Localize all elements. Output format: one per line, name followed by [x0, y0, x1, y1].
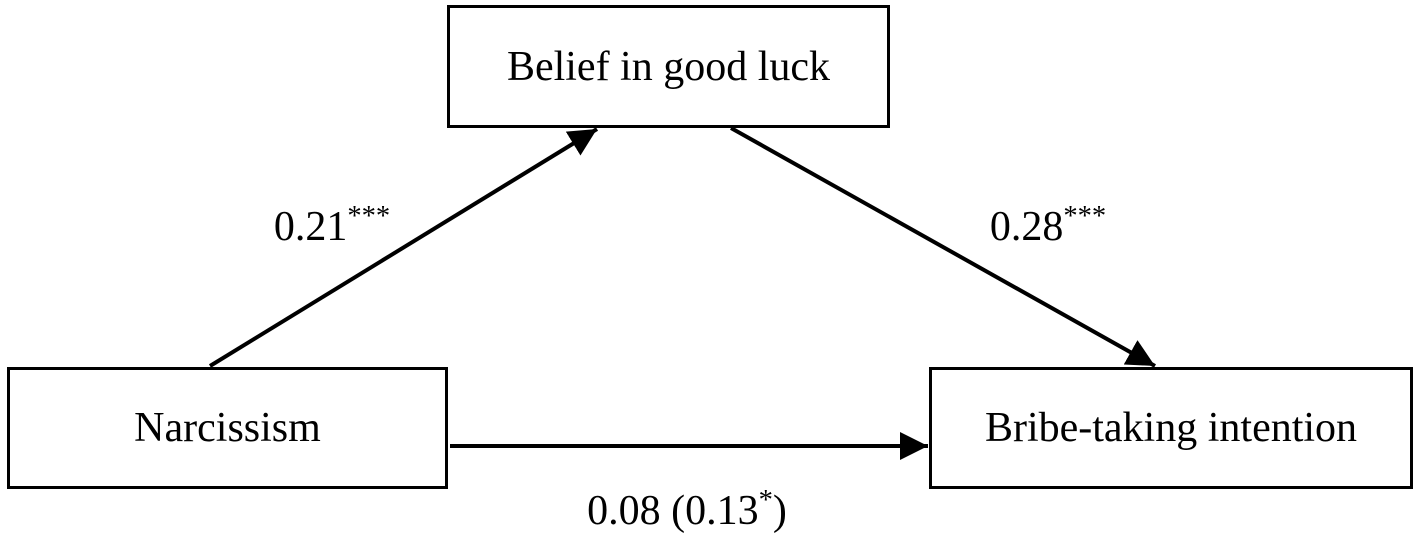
- path-c-significance-star: *: [758, 485, 773, 516]
- path-b-arrow: [730, 126, 1156, 368]
- path-a-coefficient-value: 0.21: [273, 204, 348, 250]
- node-outcome: Bribe-taking intention: [929, 367, 1413, 489]
- path-b-coefficient-value: 0.28: [989, 204, 1064, 250]
- path-c-coefficient: 0.08 (0.13*): [587, 486, 787, 534]
- path-a-coefficient: 0.21***: [273, 202, 390, 250]
- path-a-arrow: [208, 127, 599, 368]
- node-mediator-label: Belief in good luck: [506, 43, 831, 90]
- node-predictor-label: Narcissism: [134, 405, 321, 451]
- path-b-significance-stars: ***: [1063, 201, 1107, 232]
- path-a-significance-stars: ***: [347, 201, 391, 232]
- path-c-coefficient-prefix: 0.08 (0.13: [587, 488, 759, 534]
- node-outcome-label: Bribe-taking intention: [984, 405, 1358, 451]
- path-c-coefficient-suffix: ): [772, 488, 787, 534]
- node-predictor: Narcissism: [7, 367, 448, 489]
- node-mediator: Belief in good luck: [447, 5, 890, 128]
- path-b-coefficient: 0.28***: [989, 202, 1106, 250]
